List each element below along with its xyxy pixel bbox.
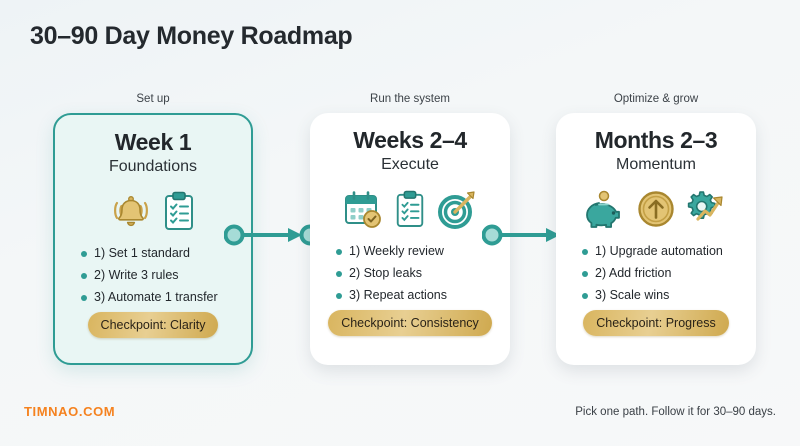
page-title: 30–90 Day Money Roadmap [30,22,353,50]
icon-row [110,190,197,232]
checkpoint-badge: Checkpoint: Clarity [87,312,219,339]
list-item: 3) Repeat actions [336,288,498,303]
card-title: Week 1 [114,129,192,155]
brand-logo: TIMNAO.COM [24,404,116,419]
footer-note: Pick one path. Follow it for 30–90 days. [575,406,776,418]
bullet-text: 1) Weekly review [349,244,444,259]
clipboard-checklist-icon [161,190,197,232]
bullet-list: 1) Upgrade automation 2) Add friction 3)… [568,244,744,310]
card-subtitle: Foundations [108,158,198,176]
stage-card-weeks-2-4[interactable]: Weeks 2–4 Execute [310,113,510,365]
stage-card-week-1[interactable]: Week 1 Foundations [53,113,253,365]
bullet-dot-icon [81,294,87,301]
icon-row [342,188,478,230]
connector-stage1-stage2 [223,222,321,248]
list-item: 1) Upgrade automation [582,244,744,259]
coin-up-arrow-icon [636,189,676,229]
bullet-dot-icon [336,248,342,255]
bullet-dot-icon [81,272,87,279]
bullet-text: 1) Set 1 standard [94,246,190,261]
bullet-text: 2) Stop leaks [349,266,422,281]
stage-label-setup: Set up [136,93,170,105]
stage-card-months-2-3[interactable]: Months 2–3 Momentum [556,113,756,365]
card-title: Weeks 2–4 [353,127,467,153]
list-item: 1) Set 1 standard [81,246,239,261]
bullet-text: 3) Repeat actions [349,288,447,303]
bullet-text: 2) Write 3 rules [94,268,179,283]
piggy-bank-icon [583,189,627,229]
bullet-text: 3) Scale wins [595,288,670,303]
gear-growth-icon [685,188,729,230]
list-item: 2) Write 3 rules [81,268,239,283]
stage-label-optimize-grow: Optimize & grow [613,93,699,105]
checkpoint-badge: Checkpoint: Consistency [328,310,492,337]
checkpoint-badge: Checkpoint: Progress [583,310,729,337]
bullet-text: 1) Upgrade automation [595,244,723,259]
target-arrow-icon [436,188,478,230]
icon-row [583,188,729,230]
card-subtitle: Momentum [615,156,697,174]
bullet-dot-icon [582,292,588,299]
list-item: 1) Weekly review [336,244,498,259]
calendar-check-icon [342,188,384,230]
list-item: 2) Stop leaks [336,266,498,281]
stage-label-run-the-system: Run the system [370,93,450,105]
bullet-list: 1) Weekly review 2) Stop leaks 3) Repeat… [322,244,498,310]
bullet-dot-icon [336,270,342,277]
list-item: 3) Scale wins [582,288,744,303]
card-title: Months 2–3 [594,127,718,153]
bullet-list: 1) Set 1 standard 2) Write 3 rules 3) Au… [67,246,239,312]
bullet-dot-icon [582,248,588,255]
bullet-text: 3) Automate 1 transfer [94,290,218,305]
clipboard-checklist-icon [393,188,427,230]
bullet-dot-icon [81,250,87,257]
bullet-dot-icon [336,292,342,299]
bullet-dot-icon [582,270,588,277]
card-subtitle: Execute [381,156,439,174]
list-item: 3) Automate 1 transfer [81,290,239,305]
bullet-text: 2) Add friction [595,266,672,281]
bell-icon [110,191,152,231]
list-item: 2) Add friction [582,266,744,281]
